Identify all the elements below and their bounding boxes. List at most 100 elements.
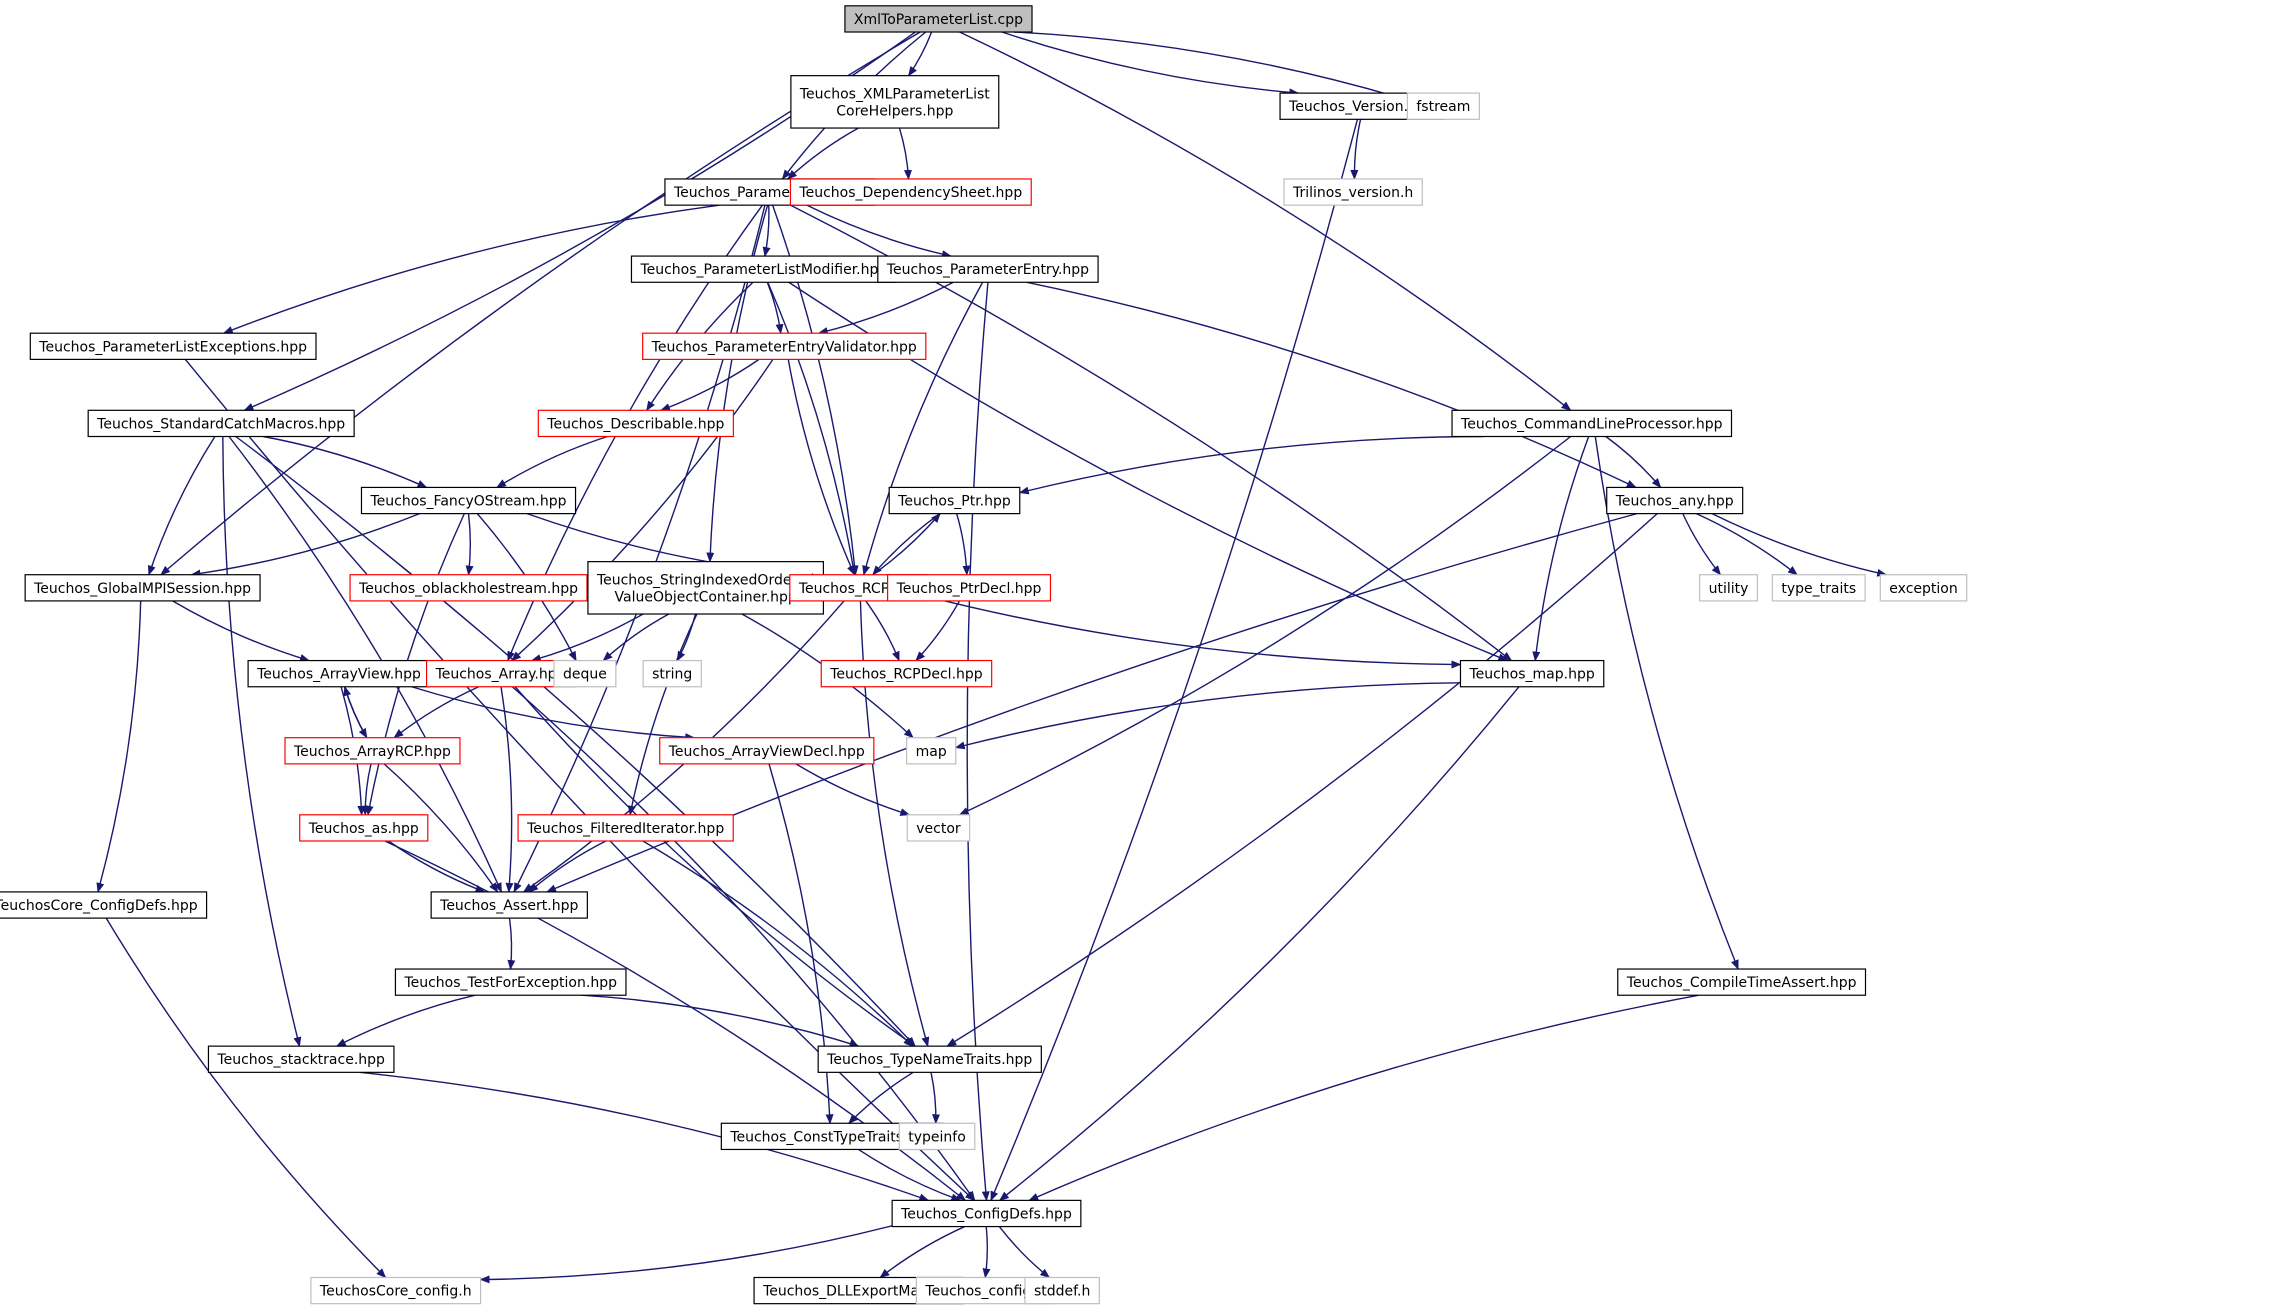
node-box [425,659,576,688]
node-box [537,409,734,438]
node-label: Teuchos_ConstTypeTraits.hpp [729,1129,934,1145]
node-trilinos-version[interactable]: Trilinos_version.h [1283,178,1423,206]
node-label: Teuchos_config.h [924,1284,1044,1300]
edge-any-to-utility [1682,513,1722,576]
edge-pentry-to-pevalidator [817,281,954,335]
node-label: Teuchos_StandardCatchMacros.hpp [96,416,345,432]
node-arrayrcp[interactable]: Teuchos_ArrayRCP.hpp [284,737,461,765]
node-describable[interactable]: Teuchos_Describable.hpp [537,409,734,438]
node-box [898,1122,976,1151]
node-coreconfig[interactable]: TeuchosCore_config.h [310,1276,482,1305]
node-coreconfigdefs[interactable]: TeuchosCore_ConfigDefs.hpp [0,891,208,919]
node-string[interactable]: string [642,659,702,688]
node-stddef[interactable]: stddef.h [1024,1276,1100,1305]
edge-rcp-to-rcpdecl [865,600,900,662]
edge-stringindexed-to-array [530,613,644,662]
node-rcpdecl[interactable]: Teuchos_RCPDecl.hpp [820,659,993,688]
node-typeinfo[interactable]: typeinfo [898,1122,976,1151]
node-typenametraits[interactable]: Teuchos_TypeNameTraits.hpp [817,1045,1042,1073]
node-pentry[interactable]: Teuchos_ParameterEntry.hpp [877,255,1099,283]
node-fstream[interactable]: fstream [1406,92,1480,120]
node-box [891,1199,1082,1228]
node-exception[interactable]: exception [1879,574,1968,602]
node-vector[interactable]: vector [906,814,971,842]
edge-root-to-cmdline [959,31,1572,411]
node-box [906,814,971,842]
node-label: Teuchos_GlobalMPISession.hpp [33,581,251,597]
node-plmodifier[interactable]: Teuchos_ParameterListModifier.hpp [630,255,897,283]
node-filtered[interactable]: Teuchos_FilteredIterator.hpp [517,814,734,842]
node-cmdline[interactable]: Teuchos_CommandLineProcessor.hpp [1451,409,1733,438]
node-label: Teuchos_ArrayRCP.hpp [293,744,451,760]
edge-arrayviewdecl-to-vector [795,763,911,816]
edge-paramlist-to-assert [513,204,766,893]
node-arrayviewdecl[interactable]: Teuchos_ArrayViewDecl.hpp [659,737,875,765]
node-label: Teuchos_Array.hpp [435,667,566,683]
node-configdefs[interactable]: Teuchos_ConfigDefs.hpp [891,1199,1082,1228]
edge-globalmpi-to-arrayview [172,600,311,662]
edge-version-to-trilinos-version [1350,119,1362,180]
node-label: typeinfo [908,1129,966,1145]
edge-version-to-configdefs [990,119,1359,1202]
node-ptr[interactable]: Teuchos_Ptr.hpp [888,486,1021,515]
edge-typenametraits-to-typeinfo [930,1072,941,1125]
node-stdcatch[interactable]: Teuchos_StandardCatchMacros.hpp [87,409,355,438]
node-label: type_traits [1781,581,1856,597]
node-map-hpp[interactable]: Teuchos_map.hpp [1459,659,1605,688]
edge-describable-to-fancyostream [496,435,608,489]
node-map[interactable]: map [906,737,957,765]
node-label: ValueObjectContainer.hpp [615,589,797,605]
node-testforexc[interactable]: Teuchos_TestForException.hpp [394,968,627,996]
node-utility[interactable]: utility [1699,574,1759,602]
node-box [247,659,431,688]
edge-cmdline-to-map-hpp [1532,436,1590,662]
edge-root-to-fstream [1014,31,1409,102]
node-fancyostream[interactable]: Teuchos_FancyOStream.hpp [360,486,577,515]
edge-xmlcore-to-paramlist [787,127,859,180]
node-any[interactable]: Teuchos_any.hpp [1606,486,1744,515]
node-ptrdecl[interactable]: Teuchos_PtrDecl.hpp [887,574,1052,602]
node-label: stddef.h [1034,1284,1090,1300]
node-box [659,737,875,765]
node-label: Teuchos_TypeNameTraits.hpp [826,1052,1032,1068]
node-stringindexed[interactable]: Teuchos_StringIndexedOrderedValueObjectC… [587,561,825,615]
node-plexceptions[interactable]: Teuchos_ParameterListExceptions.hpp [29,332,317,360]
edge-pevalidator-to-describable [660,358,760,411]
node-box [642,332,927,360]
node-dllexport[interactable]: Teuchos_DLLExportMacro.h [753,1276,964,1305]
edge-map-hpp-to-map [954,682,1461,750]
edge-filtered-to-typenametraits [642,840,914,1047]
node-box [87,409,355,438]
node-root[interactable]: XmlToParameterList.cpp [844,5,1033,33]
node-box [630,255,897,283]
edge-stacktrace-to-configdefs [359,1071,930,1202]
node-box [1283,178,1423,206]
node-stacktrace[interactable]: Teuchos_stacktrace.hpp [207,1045,395,1073]
node-box [844,5,1033,33]
node-label: Teuchos_ParameterEntryValidator.hpp [651,339,917,355]
edge-testforexc-to-typenametraits [581,994,860,1048]
node-oblackhole[interactable]: Teuchos_oblackholestream.hpp [349,574,588,602]
node-label: Teuchos_Describable.hpp [546,416,724,432]
node-label: string [652,667,692,683]
node-depsheet[interactable]: Teuchos_DependencySheet.hpp [789,178,1032,206]
node-assert[interactable]: Teuchos_Assert.hpp [430,891,588,919]
edge-paramlist-to-rcp [771,204,859,576]
edge-configdefs-to-stddef [998,1226,1051,1279]
edge-any-to-typenametraits [946,513,1658,1047]
node-box [1771,574,1866,602]
node-as[interactable]: Teuchos_as.hpp [299,814,429,842]
node-array[interactable]: Teuchos_Array.hpp [425,659,576,688]
node-deque[interactable]: deque [553,659,617,688]
node-compiletime[interactable]: Teuchos_CompileTimeAssert.hpp [1617,968,1867,996]
node-arrayview[interactable]: Teuchos_ArrayView.hpp [247,659,431,688]
node-box [299,814,429,842]
node-type-traits[interactable]: type_traits [1771,574,1866,602]
edge-plexceptions-to-configdefs [184,358,975,1202]
edge-paramlist-to-plexceptions [222,204,720,334]
node-globalmpi[interactable]: Teuchos_GlobalMPISession.hpp [24,574,261,602]
edge-cmdline-to-vector [958,435,1572,816]
node-pevalidator[interactable]: Teuchos_ParameterEntryValidator.hpp [642,332,927,360]
node-label: XmlToParameterList.cpp [854,12,1023,28]
